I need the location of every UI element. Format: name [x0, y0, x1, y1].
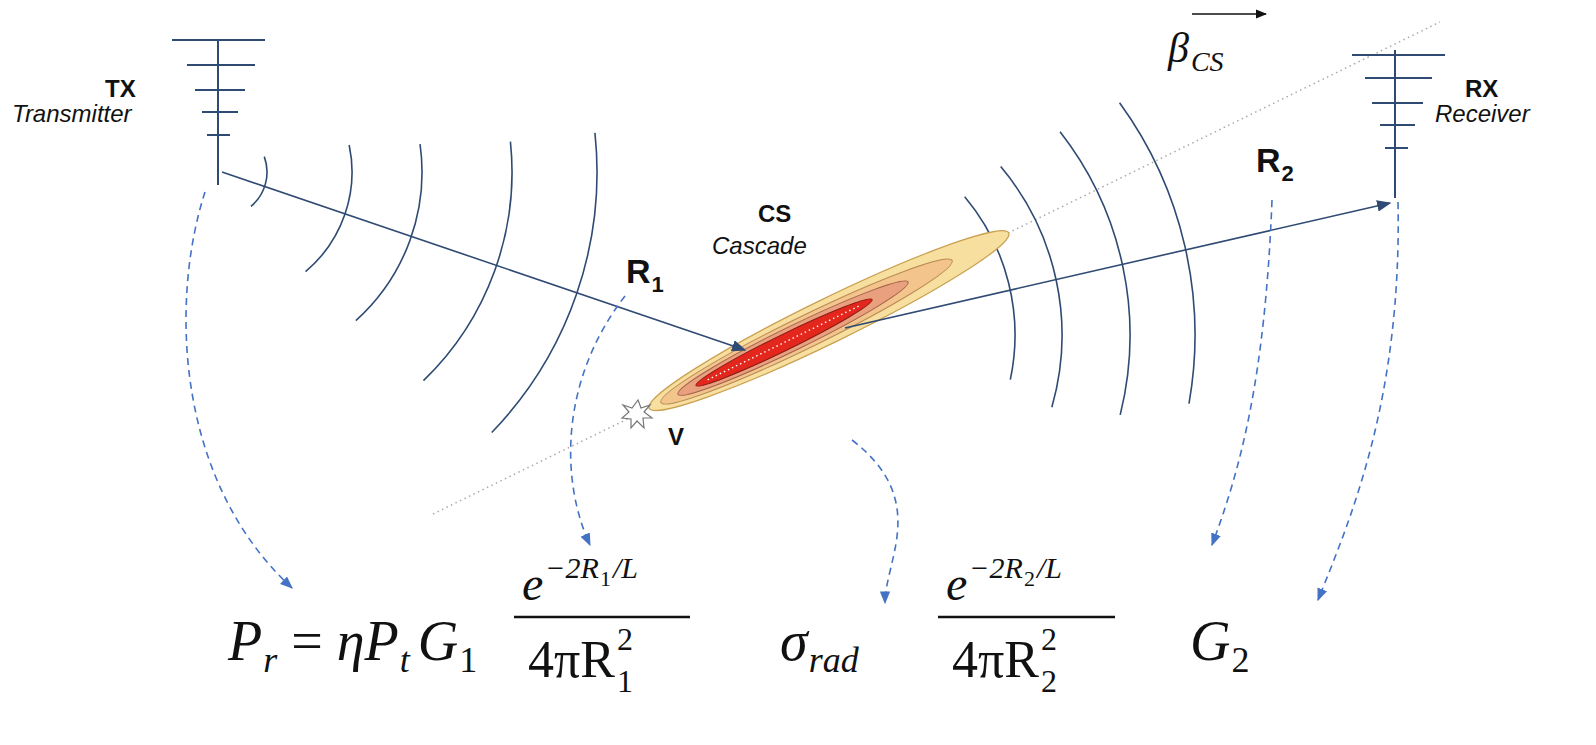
distance-label: R [1256, 143, 1281, 177]
wave-front [356, 144, 422, 320]
subscript: 2 [1041, 665, 1057, 697]
fraction-bar [514, 616, 690, 619]
vertex-label: V [668, 425, 684, 449]
subscript: t [400, 642, 410, 678]
exponent: −2R [545, 553, 599, 583]
axis-line [433, 22, 1440, 514]
cascade-shape [640, 213, 1019, 428]
subscript: rad [809, 642, 859, 678]
subscript: 1 [652, 274, 664, 296]
vertex-star [622, 400, 652, 428]
incident-ray [222, 172, 745, 350]
antenna-label: RX [1465, 77, 1498, 101]
equation-term: e [946, 560, 967, 608]
wave-front [492, 133, 597, 433]
subscript: CS [1191, 48, 1224, 76]
subscript: 1 [459, 642, 477, 678]
wave-front [1060, 132, 1130, 415]
antenna-caption: Receiver [1435, 102, 1530, 126]
wave-front [1001, 167, 1062, 408]
equation-term: 4πR [528, 634, 615, 686]
wave-fronts [251, 103, 1195, 433]
cascade-caption: Cascade [712, 234, 807, 258]
equation-term: = [291, 613, 323, 669]
vector-arrow [1192, 13, 1266, 15]
antenna-caption: Transmitter [12, 102, 132, 126]
vector-symbol: β [1168, 27, 1189, 69]
exponent: /L [1037, 553, 1062, 583]
subscript: 1 [600, 568, 611, 590]
tx-antenna [172, 40, 265, 185]
scattered-ray [845, 203, 1390, 328]
subscript: 2 [1231, 642, 1249, 678]
subscript: 1 [617, 665, 633, 697]
wave-front [1120, 103, 1195, 404]
superscript: 2 [1041, 623, 1057, 655]
subscript: 2 [1024, 568, 1035, 590]
exponent: −2R [969, 553, 1023, 583]
equation-term: 4πR [952, 634, 1039, 686]
fraction-bar [938, 616, 1115, 619]
wave-front [423, 142, 512, 381]
wave-front [251, 157, 267, 207]
superscript: 2 [617, 623, 633, 655]
subscript: r [263, 642, 277, 678]
distance-label: R [626, 254, 651, 288]
exponent: /L [613, 553, 638, 583]
leader-lines [186, 192, 1398, 603]
rx-antenna [1352, 50, 1445, 198]
equation-term: e [522, 560, 543, 608]
equation-term: ηP [337, 613, 399, 669]
equation-term: P [228, 613, 262, 669]
subscript: 2 [1282, 163, 1294, 185]
wave-front [965, 197, 1015, 380]
equation-term: G [418, 613, 458, 669]
equation-term: G [1190, 613, 1230, 669]
equation-term: σ [780, 613, 808, 669]
cascade-label: CS [758, 202, 791, 226]
antenna-label: TX [105, 77, 136, 101]
